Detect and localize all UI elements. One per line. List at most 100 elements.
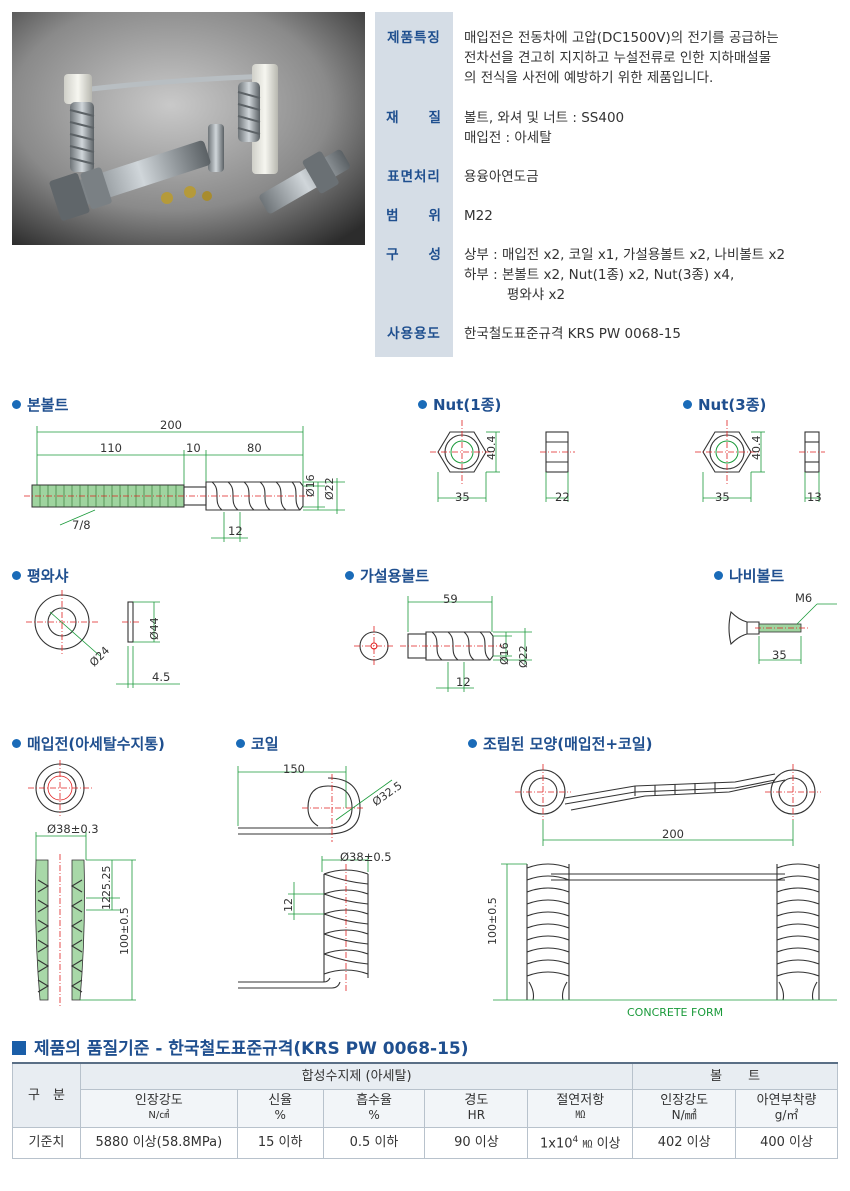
table-cell-insulation: 1x104 ㏁ 이상 xyxy=(527,1126,634,1159)
quality-title: 제품의 품질기준 - 한국철도표준규격(KRS PW 0068-15) xyxy=(12,1034,469,1059)
dim-label: 40.4 xyxy=(485,435,498,461)
column-name: 절연저항 xyxy=(556,1093,605,1108)
spec-value: 매입전은 전동차에 고압(DC1500V)의 전기를 공급하는 전차선을 견고히… xyxy=(464,28,839,88)
column-unit: ㏁ xyxy=(575,1110,586,1121)
dim-label: Ø16 xyxy=(498,642,511,665)
group-header-resin: 합성수지제 (아세탈) xyxy=(79,1062,634,1090)
bullet-icon xyxy=(236,739,245,748)
dim-label: 35 xyxy=(455,490,470,504)
dim-label: 100±0.5 xyxy=(118,907,131,955)
washer-drawing xyxy=(26,590,180,688)
column-name: 인장강도 xyxy=(660,1093,709,1108)
spec-line: 의 전식을 사전에 예방하기 위한 제품입니다. xyxy=(464,70,714,86)
spec-value: 볼트, 와셔 및 너트 : SS400 매입전 : 아세탈 xyxy=(464,108,839,148)
column-unit: N/㎟ xyxy=(671,1108,697,1122)
column-header: 절연저항 ㏁ xyxy=(527,1088,634,1128)
table-row: 기준치 5880 이상(58.8MPa) 15 이하 0.5 이하 90 이상 … xyxy=(12,1126,838,1159)
dim-label: 25.25 xyxy=(100,865,113,898)
spec-value: M22 xyxy=(464,206,839,226)
dim-tolerance: ±0.3 xyxy=(70,822,99,836)
dim-label: 200 xyxy=(160,418,182,432)
section-title-text: 가설용볼트 xyxy=(360,567,430,585)
coil-drawing xyxy=(237,766,393,992)
section-title-main-bolt: 본볼트 xyxy=(12,394,68,415)
section-title-text: 조립된 모양(매입전+코일) xyxy=(483,735,653,753)
bullet-icon xyxy=(468,739,477,748)
bullet-icon xyxy=(12,739,21,748)
spec-label: 재 질 xyxy=(386,110,442,126)
spec-line: 한국철도표준규격 KRS PW 0068-15 xyxy=(464,326,681,342)
dim-label: Ø16 xyxy=(304,474,317,497)
section-title-temp-bolt: 가설용볼트 xyxy=(345,565,429,586)
square-bullet-icon xyxy=(12,1041,26,1055)
dim-label: 12 xyxy=(456,675,471,689)
dim-tolerance: ±0.5 xyxy=(363,850,392,864)
spec-line: 볼트, 와셔 및 너트 : SS400 xyxy=(464,110,625,126)
quality-title-text: 제품의 품질기준 - 한국철도표준규격(KRS PW 0068-15) xyxy=(34,1039,469,1059)
spec-line: 전차선을 견고히 지지하고 누설전류로 인한 지하매설물 xyxy=(464,50,772,66)
insulation-unit: ㏁ xyxy=(582,1139,593,1151)
column-unit: N/㎠ xyxy=(148,1110,170,1121)
spec-label-column xyxy=(375,12,453,357)
section-title-insulator: 매입전(아세탈수지통) xyxy=(12,733,165,754)
bullet-icon xyxy=(714,571,723,580)
spec-label: 표면처리 xyxy=(387,169,441,185)
bullet-icon xyxy=(345,571,354,580)
column-unit: g/㎡ xyxy=(774,1108,799,1122)
dim-value: 100 xyxy=(118,934,131,955)
table-cell: 90 이상 xyxy=(424,1126,529,1159)
product-photo xyxy=(12,12,365,245)
insulation-exponent: 4 xyxy=(572,1134,579,1145)
insulation-base: 1x10 xyxy=(540,1136,573,1152)
dim-label: 35 xyxy=(772,648,787,662)
section-title-text: 나비볼트 xyxy=(729,567,785,585)
row-header-cell: 구 분 xyxy=(12,1062,81,1128)
spec-line: 상부 : 매입전 x2, 코일 x1, 가설용볼트 x2, 나비볼트 x2 xyxy=(464,247,786,263)
table-cell: 0.5 이하 xyxy=(322,1126,426,1159)
assembly-drawing xyxy=(493,764,837,1001)
spec-line: 하부 : 본볼트 x2, Nut(1종) x2, Nut(3종) x4, xyxy=(464,267,735,283)
dim-label: 200 xyxy=(662,827,684,841)
spec-line: 매입전은 전동차에 고압(DC1500V)의 전기를 공급하는 xyxy=(464,30,779,46)
spec-label: 범 위 xyxy=(386,208,442,224)
column-name: 인장강도 xyxy=(134,1093,183,1108)
row-label-cell: 기준치 xyxy=(12,1126,81,1159)
product-photo-image xyxy=(12,12,365,245)
group-header-bolt: 볼 트 xyxy=(632,1062,838,1090)
dim-label: M6 xyxy=(795,591,813,605)
dim-label: Ø38±0.3 xyxy=(47,822,99,836)
spec-line: 용융아연도금 xyxy=(464,169,539,185)
section-title-nut1: Nut(1종) xyxy=(418,394,501,415)
column-header: 흡수율% xyxy=(322,1088,426,1128)
temp-bolt-drawing xyxy=(354,596,532,692)
dim-label: Ø44 xyxy=(148,617,161,640)
dim-label: 10 xyxy=(186,441,201,455)
spec-line: M22 xyxy=(464,208,493,224)
dim-label: 110 xyxy=(100,441,122,455)
spec-label: 사용용도 xyxy=(387,326,441,342)
section-title-text: Nut(3종) xyxy=(698,396,767,414)
dim-label: 150 xyxy=(283,762,305,776)
dim-label: Ø22 xyxy=(517,645,530,668)
section-title-wing-bolt: 나비볼트 xyxy=(714,565,784,586)
column-name: 아연부착량 xyxy=(756,1093,817,1108)
column-unit: % xyxy=(368,1108,380,1122)
dim-label: Ø38±0.5 xyxy=(340,850,392,864)
dim-label: 12 xyxy=(282,898,295,912)
insulator-drawing xyxy=(28,760,136,1006)
section-title-text: 평와샤 xyxy=(27,567,69,585)
table-header-row: 구 분 합성수지제 (아세탈) 볼 트 xyxy=(12,1062,838,1128)
section-title-text: 코일 xyxy=(251,735,279,753)
column-header: 인장강도 N/㎠ xyxy=(79,1088,238,1128)
dim-label: 40.4 xyxy=(750,435,763,461)
section-title-assembly: 조립된 모양(매입전+코일) xyxy=(468,733,653,754)
bullet-icon xyxy=(418,400,427,409)
section-title-text: 본볼트 xyxy=(27,396,69,414)
dim-label: Ø22 xyxy=(323,477,336,500)
table-cell: 15 이하 xyxy=(236,1126,324,1159)
section-title-text: 매입전(아세탈수지통) xyxy=(27,735,165,753)
